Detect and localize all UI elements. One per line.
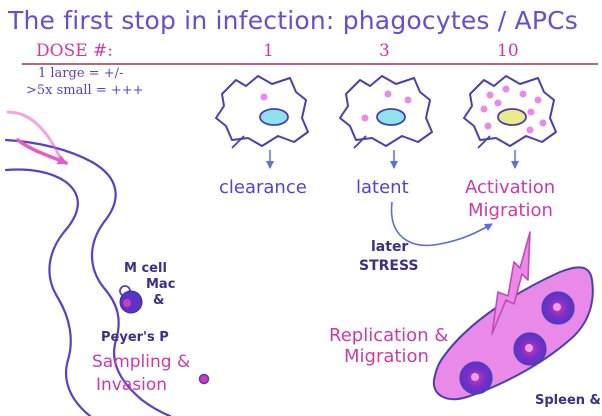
replication-label: Replication & — [329, 327, 448, 345]
mac-amp-label: & — [153, 294, 164, 307]
slide-title: The first stop in infection: phagocytes … — [8, 8, 578, 33]
dose-legend-line-2: >5x small = +++ — [26, 84, 144, 97]
stress-label: STRESS — [359, 259, 419, 273]
invading-bacterium — [200, 375, 209, 384]
outcome-latent: latent — [356, 179, 409, 197]
macrophage-nucleus — [123, 299, 131, 307]
outcome-migration: Migration — [468, 202, 553, 220]
dose-level-10: 10 — [497, 43, 519, 60]
outcome-activation: Activation — [465, 179, 555, 197]
spleen-label: Spleen & — [535, 394, 601, 407]
spleen-migration-label: Migration — [344, 348, 429, 366]
phagocyte-dose-1 — [216, 76, 308, 168]
dose-legend-line-1: 1 large = +/- — [38, 67, 123, 80]
sampling-label: Sampling & — [92, 354, 190, 371]
phagocyte-dose-10 — [464, 76, 556, 168]
phagocyte-dose-3 — [340, 76, 432, 168]
peyers-patch-label: Peyer's P — [101, 331, 169, 344]
mac-label: Mac — [146, 278, 175, 291]
outcome-clearance: clearance — [219, 179, 307, 197]
dose-level-3: 3 — [379, 43, 390, 60]
dose-label: DOSE #: — [36, 43, 113, 60]
m-cell-label: M cell — [124, 262, 167, 275]
later-label: later — [371, 240, 408, 254]
invasion-label: Invasion — [96, 377, 167, 394]
entry-trail — [8, 112, 62, 162]
dose-level-1: 1 — [263, 43, 274, 60]
